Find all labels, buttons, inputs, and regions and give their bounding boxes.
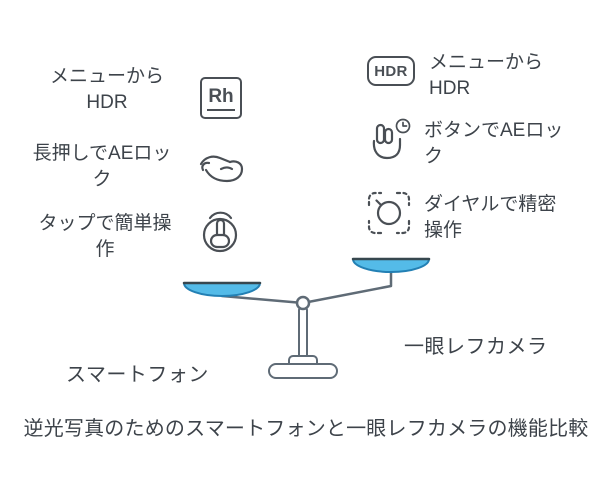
- feature-smartphone-aelock-text: 長押しでAEロッ ク: [32, 143, 172, 190]
- scale-beam: [220, 270, 393, 305]
- hdr-badge-icon: HDR: [367, 56, 415, 86]
- feature-smartphone-hdr-text: メニューから HDR: [49, 66, 164, 113]
- feature-smartphone-tap-text: タップで簡単操 作: [38, 213, 172, 260]
- diagram-caption: 逆光写真のためのスマートフォンと一眼レフカメラの機能比較: [23, 418, 589, 440]
- right-pan: [352, 258, 430, 273]
- rh-icon-text: Rh: [207, 86, 235, 111]
- feature-dslr-aelock-text: ボタンでAEロッ ク: [424, 120, 564, 167]
- smartphone-label: スマートフォン: [66, 364, 209, 386]
- dslr-label: 一眼レフカメラ: [404, 336, 548, 358]
- two-finger-clock-icon: [372, 118, 411, 160]
- rh-box-icon: Rh: [200, 77, 242, 119]
- long-press-hand-icon: [199, 155, 244, 183]
- scale-base-bottom: [268, 363, 338, 379]
- feature-dslr-dial-text: ダイヤルで精密 操作: [424, 194, 557, 241]
- scale-pivot: [295, 295, 311, 311]
- hdr-badge-text: HDR: [374, 62, 408, 80]
- tap-button-icon: [202, 211, 238, 253]
- scale-post: [298, 307, 308, 361]
- feature-dslr-hdr-text: メニューから HDR: [429, 52, 544, 99]
- focus-frame-dial-icon: [367, 191, 411, 235]
- balance-scale: [182, 257, 431, 379]
- left-pan: [183, 282, 261, 297]
